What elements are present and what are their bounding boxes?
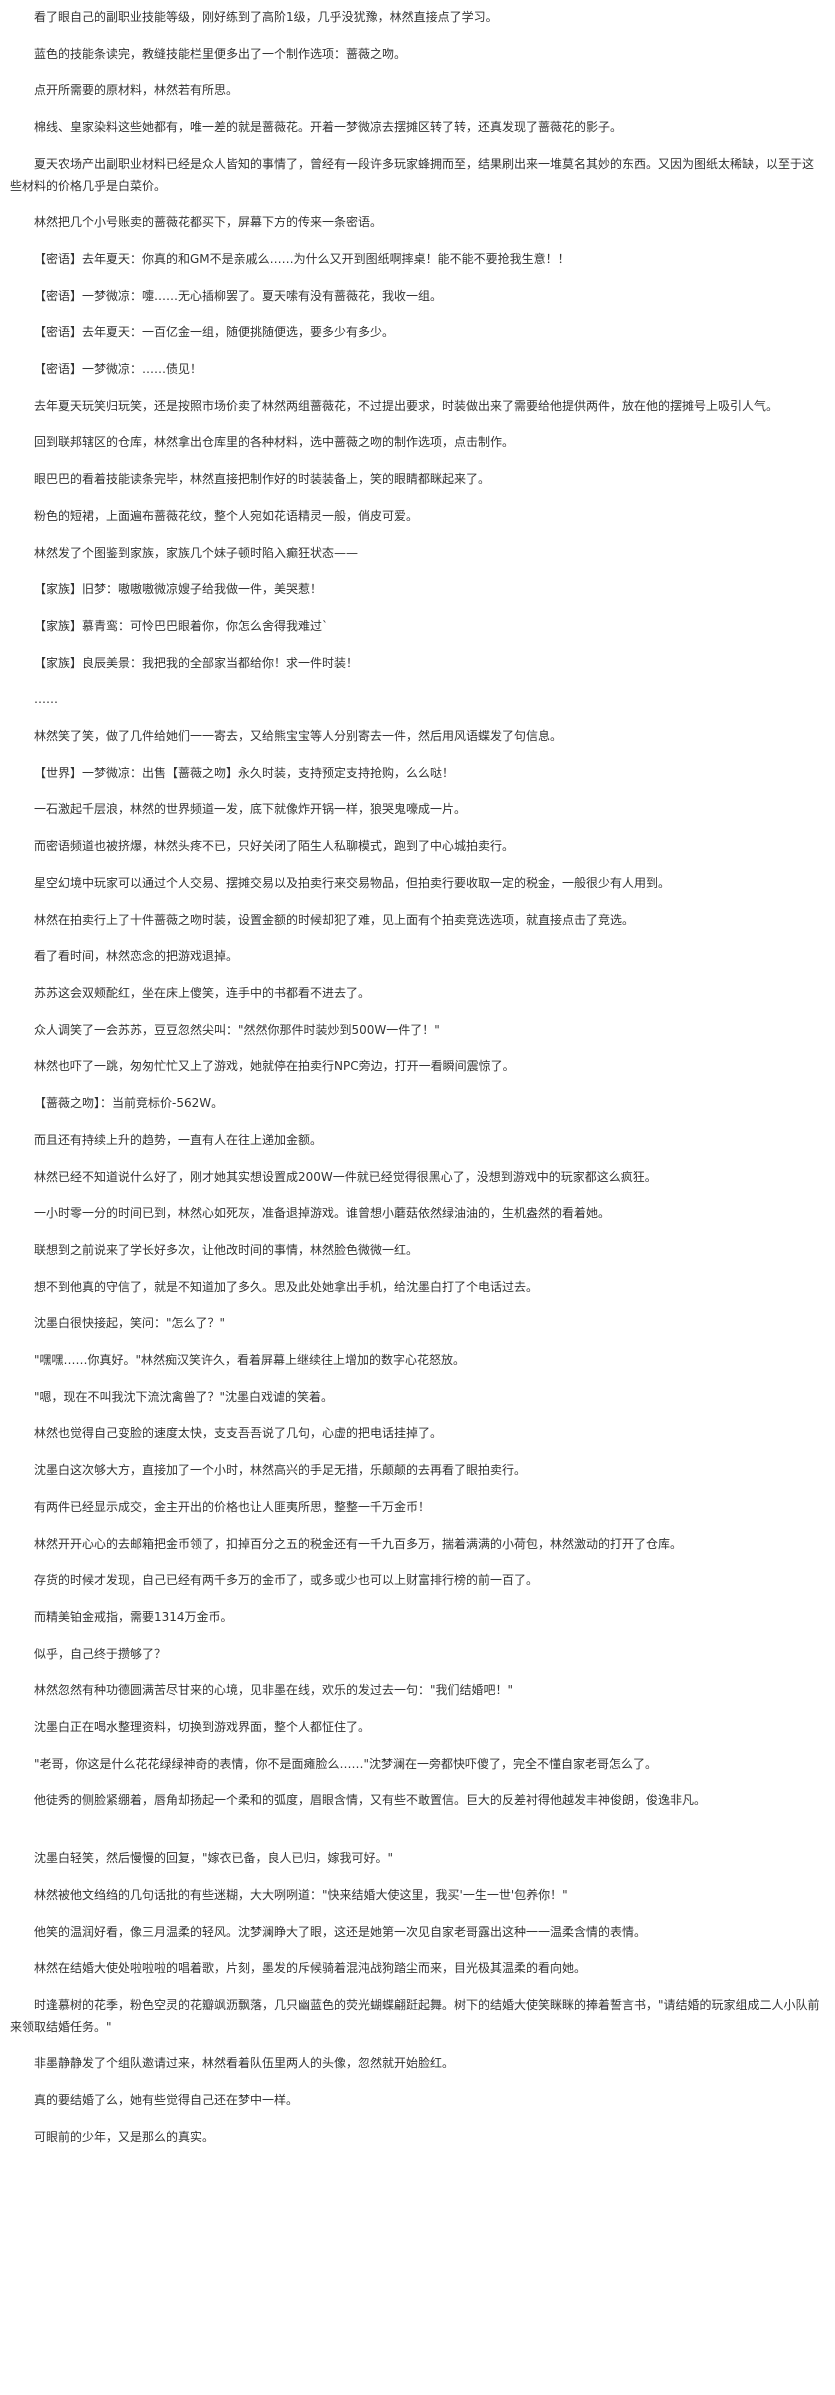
paragraph: 似乎，自己终于攒够了？ xyxy=(34,1646,167,1661)
paragraph: 林然在结婚大使处啦啦啦的唱着歌，片刻，墨发的斥候骑着混沌战狗踏尘而来，目光极其温… xyxy=(34,1961,587,1976)
paragraph: 【密语】一梦微凉：嚏……无心插柳罢了。夏天嗦有没有蔷薇花，我收一组。 xyxy=(34,288,443,303)
paragraph: 存货的时候才发现，自己已经有两千多万的金币了，或多或少也可以上财富排行榜的前一百… xyxy=(34,1573,539,1588)
paragraph: 一小时零一分的时间已到，林然心如死灰，准备退掉游戏。谁曾想小蘑菇依然绿油油的，生… xyxy=(34,1206,611,1221)
paragraph: 【家族】良辰美景：我把我的全部家当都给你！求一件时装！ xyxy=(34,655,359,670)
paragraph: 【密语】去年夏天：一百亿金一组，随便挑随便选，要多少有多少。 xyxy=(34,325,395,340)
paragraph: 棉线、皇家染料这些她都有，唯一差的就是蔷薇花。开着一梦微凉去摆摊区转了转，还真发… xyxy=(34,120,623,135)
paragraph: 林然被他文绉绉的几句话批的有些迷糊，大大咧咧道："快来结婚大使这里，我买'一生一… xyxy=(34,1887,568,1902)
paragraph: 林然已经不知道说什么好了，刚才她其实想设置成200W一件就已经觉得很黑心了，没想… xyxy=(34,1169,657,1184)
paragraph: …… xyxy=(34,692,58,707)
paragraph: 林然把几个小号账卖的蔷薇花都买下，屏幕下方的传来一条密语。 xyxy=(34,215,383,230)
paragraph: 【世界】一梦微凉：出售【蔷薇之吻】永久时装，支持预定支持抢购，么么哒！ xyxy=(34,765,455,780)
paragraph: 有两件已经显示成交，金主开出的价格也让人匪夷所思，整整一千万金币！ xyxy=(34,1499,431,1514)
paragraph: 苏苏这会双颊酡红，坐在床上傻笑，连手中的书都看不进去了。 xyxy=(34,985,371,1000)
paragraph: 而密语频道也被挤爆，林然头疼不已，只好关闭了陌生人私聊模式，跑到了中心城拍卖行。 xyxy=(34,839,515,854)
paragraph: 眼巴巴的看着技能读条完毕，林然直接把制作好的时装装备上，笑的眼睛都眯起来了。 xyxy=(34,472,491,487)
paragraph: 沈墨白正在喝水整理资料，切换到游戏界面，整个人都怔住了。 xyxy=(34,1720,371,1735)
paragraph: 他笑的温润好看，像三月温柔的轻风。沈梦澜睁大了眼，这还是她第一次见自家老哥露出这… xyxy=(34,1924,647,1939)
paragraph: "嘿嘿……你真好。"林然痴汉笑许久，看着屏幕上继续往上增加的数字心花怒放。 xyxy=(34,1353,466,1368)
paragraph: 回到联邦辖区的仓库，林然拿出仓库里的各种材料，选中蔷薇之吻的制作选项，点击制作。 xyxy=(34,435,515,450)
paragraph: 【密语】去年夏天：你真的和GM不是亲戚么……为什么又开到图纸啊摔桌！能不能不要抢… xyxy=(34,251,570,266)
paragraph: 沈墨白这次够大方，直接加了一个小时，林然高兴的手足无措，乐颠颠的去再看了眼拍卖行… xyxy=(34,1463,527,1478)
paragraph: 【家族】旧梦：嗷嗷嗷微凉嫂子给我做一件，美哭惹！ xyxy=(34,582,323,597)
paragraph: 他徒秀的侧脸紧绷着，唇角却扬起一个柔和的弧度，眉眼含情，又有些不敢置信。巨大的反… xyxy=(34,1793,707,1808)
paragraph: 蓝色的技能条读完，教缝技能栏里便多出了一个制作选项：蔷薇之吻。 xyxy=(34,46,407,61)
paragraph: 联想到之前说来了学长好多次，让他改时间的事情，林然脸色微微一红。 xyxy=(34,1242,419,1257)
paragraph: 沈墨白轻笑，然后慢慢的回复，"嫁衣已备，良人已归，嫁我可好。" xyxy=(34,1851,394,1866)
paragraph: 林然在拍卖行上了十件蔷薇之吻时装，设置金额的时候却犯了难，见上面有个拍卖竞选选项… xyxy=(34,912,635,927)
paragraph: 可眼前的少年，又是那么的真实。 xyxy=(34,2129,215,2144)
paragraph: 而且还有持续上升的趋势，一直有人在往上递加金额。 xyxy=(34,1132,323,1147)
paragraph: 沈墨白很快接起，笑问："怎么了？" xyxy=(34,1316,226,1331)
paragraph: 点开所需要的原材料，林然若有所思。 xyxy=(34,83,239,98)
paragraph: 林然也觉得自己变脸的速度太快，支支吾吾说了几句，心虚的把电话挂掉了。 xyxy=(34,1426,443,1441)
paragraph: 林然笑了笑，做了几件给她们一一寄去，又给熊宝宝等人分别寄去一件，然后用风语蝶发了… xyxy=(34,729,563,744)
paragraph: 林然发了个图鉴到家族，家族几个妹子顿时陷入癫狂状态—— xyxy=(34,545,359,560)
paragraph: "老哥，你这是什么花花绿绿神奇的表情，你不是面瘫脸么……"沈梦澜在一旁都快吓傻了… xyxy=(34,1756,658,1771)
paragraph: "嗯，现在不叫我沈下流沈禽兽了？"沈墨白戏谑的笑着。 xyxy=(34,1389,334,1404)
paragraph: 真的要结婚了么，她有些觉得自己还在梦中一样。 xyxy=(34,2093,299,2108)
paragraph: 粉色的短裙，上面遍布蔷薇花纹，整个人宛如花语精灵一般，俏皮可爱。 xyxy=(34,508,419,523)
paragraph: 非墨静静发了个组队邀请过来，林然看着队伍里两人的头像，忽然就开始脸红。 xyxy=(34,2056,455,2071)
paragraph: 而精美铂金戒指，需要1314万金币。 xyxy=(34,1609,233,1624)
paragraph: 看了看时间，林然恋念的把游戏退掉。 xyxy=(34,949,239,964)
paragraph: 【密语】一梦微凉：……债见！ xyxy=(34,362,203,377)
paragraph: 林然也吓了一跳，匆匆忙忙又上了游戏，她就停在拍卖行NPC旁边，打开一看瞬间震惊了… xyxy=(34,1059,515,1074)
paragraph: 夏天农场产出副职业材料已经是众人皆知的事情了，曾经有一段许多玩家蜂拥而至，结果刷… xyxy=(10,156,815,193)
paragraph: 看了眼自己的副职业技能等级，刚好练到了高阶1级，几乎没犹豫，林然直接点了学习。 xyxy=(34,10,498,24)
paragraph: 时逢慕树的花季，粉色空灵的花瓣飒沥飘落，几只幽蓝色的荧光蝴蝶翩跹起舞。树下的结婚… xyxy=(10,1997,820,2034)
paragraph: 林然开开心心的去邮箱把金币领了，扣掉百分之五的税金还有一千九百多万，揣着满满的小… xyxy=(34,1536,683,1551)
paragraph: 【家族】慕青鸾：可怜巴巴眼着你，你怎么舍得我难过` xyxy=(34,618,329,633)
paragraph: 想不到他真的守信了，就是不知道加了多久。思及此处她拿出手机，给沈墨白打了个电话过… xyxy=(34,1279,539,1294)
paragraph: 众人调笑了一会苏苏，豆豆忽然尖叫："然然你那件时装炒到500W一件了！" xyxy=(34,1022,440,1037)
paragraph: 林然忽然有种功德圆满苦尽甘来的心境，见非墨在线，欢乐的发过去一句："我们结婚吧！… xyxy=(34,1683,514,1698)
paragraph: 一石激起千层浪，林然的世界频道一发，底下就像炸开锅一样，狼哭鬼嚎成一片。 xyxy=(34,802,467,817)
paragraph: 星空幻境中玩家可以通过个人交易、摆摊交易以及拍卖行来交易物品，但拍卖行要收取一定… xyxy=(34,875,671,890)
paragraph: 【蔷薇之吻】：当前竞标价-562W。 xyxy=(34,1096,224,1111)
paragraph: 去年夏天玩笑归玩笑，还是按照市场价卖了林然两组蔷薇花，不过提出要求，时装做出来了… xyxy=(34,398,779,413)
